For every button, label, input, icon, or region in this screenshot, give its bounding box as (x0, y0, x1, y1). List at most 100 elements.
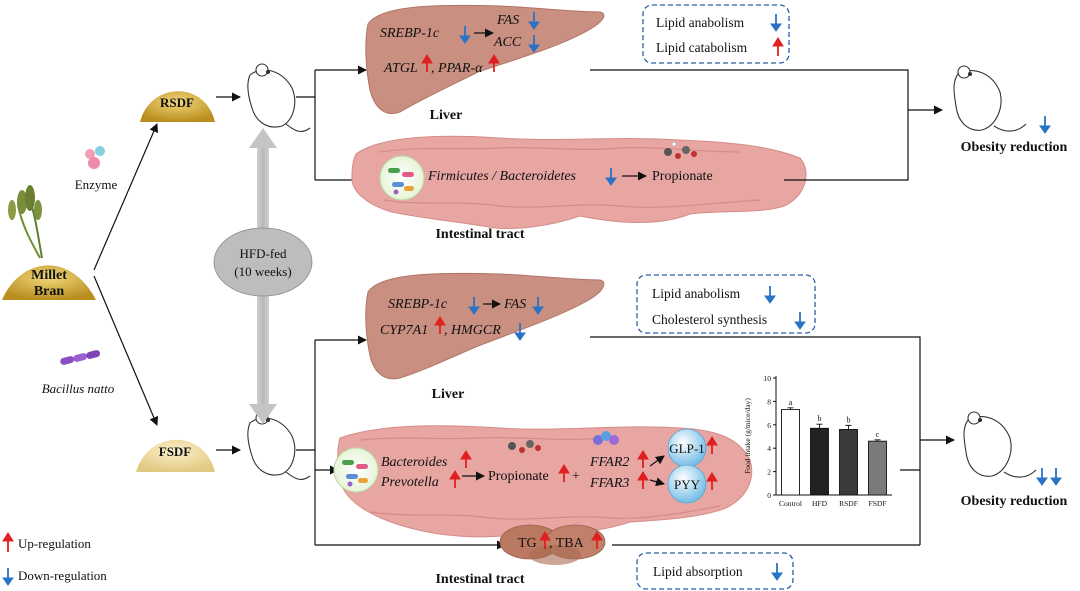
millet-bran-pile (2, 265, 96, 300)
bottom-cyp: CYP7A1 (380, 323, 428, 338)
top-srebp: SREBP-1c (380, 26, 440, 41)
top-liver-label: Liver (430, 108, 463, 123)
bottom-bacteroides-up-icon (460, 450, 472, 468)
legend-up-icon (2, 532, 14, 552)
bottom-cyp-up-icon (434, 316, 446, 334)
chart-significance-label: b (847, 415, 851, 424)
bacillus-icon (60, 350, 101, 365)
arrow-bran-rsdf (93, 123, 158, 271)
top-atgl-up-icon (421, 54, 433, 72)
bottom-tba-up-icon (591, 531, 603, 549)
top-fas: FAS (496, 13, 519, 28)
chart-y-tick-label: 0 (767, 491, 771, 500)
bottom-propionate-molecule-icon (508, 440, 541, 453)
mouse-bottom-icon (247, 411, 311, 481)
top-acc-down-icon (528, 35, 540, 53)
top-srebp-down-icon (459, 26, 471, 44)
chart-category-label: RSDF (839, 499, 858, 508)
bottom-srebp-down-icon (468, 297, 480, 315)
bottom-tg-up-icon (539, 531, 551, 549)
bottom-hmgcr-down-icon (514, 323, 526, 341)
bottom-tg: TG (518, 536, 537, 551)
bottom-fas-down-icon (532, 297, 544, 315)
bottom-intestine-label: Intestinal tract (435, 572, 524, 587)
top-propionate-molecule-icon (664, 141, 697, 159)
bottom-srebp: SREBP-1c (388, 297, 448, 312)
bottom-outcome-down-icon-2 (1050, 468, 1062, 486)
mouse-top-right-icon (953, 65, 1027, 132)
bottom-liver-label: Liver (432, 387, 465, 402)
bottom-prevotella-up-icon (449, 470, 461, 488)
chart-significance-label: c (876, 430, 880, 439)
top-ratio-down-icon (605, 168, 617, 186)
arrow-ffar-pyy (649, 477, 665, 487)
pyy-bubble (667, 464, 707, 504)
hfd-label-2: (10 weeks) (234, 264, 291, 279)
bottom-box-down-icon-2 (794, 312, 806, 330)
top-firmicutes-ratio: Firmicutes / Bacteroidetes (427, 169, 577, 184)
fsdf-pile (136, 439, 215, 472)
hfd-bubble (213, 227, 313, 297)
liver-top (365, 4, 605, 114)
chart-bar-rsdf (839, 429, 858, 496)
bottom-box-down-icon-1 (764, 286, 776, 304)
chart-y-tick-label: 10 (764, 374, 772, 383)
top-box-line-1: Lipid anabolism (656, 15, 745, 30)
rsdf-pile (140, 91, 215, 122)
mouse-top-icon (247, 63, 311, 133)
top-ppar: , PPAR-α (431, 61, 483, 76)
top-bacteria-icon (379, 155, 425, 201)
bottom-glp-up-icon (706, 436, 718, 454)
bottom-ffar2: FFAR2 (589, 455, 629, 470)
bottom-box-line-2: Cholesterol synthesis (652, 312, 767, 327)
top-summary-box (642, 4, 790, 64)
chart-y-axis-label: Food intake (g/mice/day) (743, 398, 752, 474)
bottom-propionate: Propionate (488, 469, 549, 484)
top-ppar-up-icon (488, 54, 500, 72)
connector-bottom-liver-out (590, 336, 921, 440)
chart-category-label: FSDF (869, 499, 887, 508)
bottom-tba: , TBA (549, 536, 585, 551)
fsdf-label: FSDF (159, 444, 192, 459)
top-box-down-icon (770, 14, 782, 32)
arrow-ffar-glp (649, 455, 665, 467)
bottom-bacteroides: Bacteroides (381, 455, 448, 470)
millet-bran-label-1: Millet (31, 268, 67, 283)
receptor-icon (593, 431, 619, 445)
chart-category-label: HFD (812, 499, 828, 508)
absorption-down-icon (771, 563, 783, 581)
bottom-box-line-1: Lipid anabolism (652, 286, 741, 301)
top-outcome-down-icon (1039, 116, 1051, 134)
bottom-outcome-label: Obesity reduction (961, 494, 1068, 509)
top-intestine-label: Intestinal tract (435, 227, 524, 242)
bottom-outcome-down-icon-1 (1036, 468, 1048, 486)
bottom-ffar3-up-icon (637, 471, 649, 489)
chart-bar-fsdf (868, 440, 887, 496)
hfd-label-1: HFD-fed (240, 246, 287, 261)
millet-bran-label-2: Bran (34, 284, 65, 299)
bottom-hmgcr: , HMGCR (444, 323, 501, 338)
bottom-glp: GLP-1 (669, 441, 704, 456)
arrow-bran-fsdf (93, 275, 159, 426)
millet-plant-icon (8, 185, 43, 259)
top-fas-down-icon (528, 12, 540, 30)
bottom-pyy: PYY (674, 477, 701, 492)
top-outcome-label: Obesity reduction (961, 140, 1068, 155)
bottom-gut-intestine-folds (359, 436, 721, 520)
chart-significance-label: b (818, 414, 822, 423)
intestine-bottom (337, 425, 753, 538)
bottom-ffar3: FFAR3 (589, 476, 629, 491)
bottom-plus: + (572, 469, 580, 484)
chart-category-label: Control (779, 499, 802, 508)
liver-bottom (365, 272, 605, 380)
chart-bar-hfd (810, 427, 829, 496)
chart-error-bar (816, 423, 823, 429)
top-propionate: Propionate (652, 169, 713, 184)
chart-y-tick-label: 6 (767, 421, 771, 430)
legend-down-label: Down-regulation (18, 568, 107, 583)
chart-error-bar (845, 424, 852, 430)
